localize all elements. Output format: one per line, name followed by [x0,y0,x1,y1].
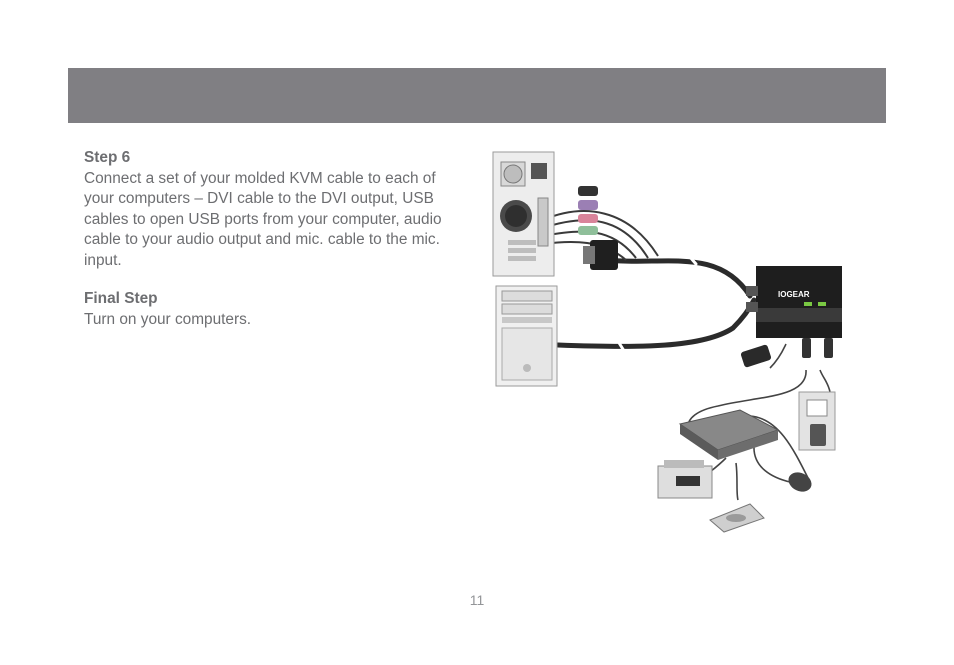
instructions: Step 6 Connect a set of your molded KVM … [84,148,468,330]
kvm-switch-icon: IOGEAR [746,266,842,338]
kvm-connection-illustration: IOGEAR [492,151,842,533]
final-step-title: Final Step [84,290,158,307]
step-6-title: Step 6 [84,149,131,166]
kvm-brand-logo: IOGEAR [778,290,810,299]
scanner-icon [709,503,765,533]
printer-icon [657,460,713,499]
header-bar [68,68,886,123]
step-6-body: Connect a set of your molded KVM cable t… [84,169,442,269]
mouse-icon [788,472,812,492]
usb-hub-icon [678,409,780,460]
usb-hub-cables [687,343,831,501]
cable-connectors [578,186,618,270]
power-adapter-icon [740,344,772,368]
computer-front-icon [495,285,558,387]
page-number: 11 [469,592,485,608]
computer-rear-icon [492,151,555,277]
wall-outlet-icon [798,391,836,451]
switch-plugs [802,338,833,358]
kvm-cables [555,248,757,356]
final-step-body: Turn on your computers. [84,310,252,328]
